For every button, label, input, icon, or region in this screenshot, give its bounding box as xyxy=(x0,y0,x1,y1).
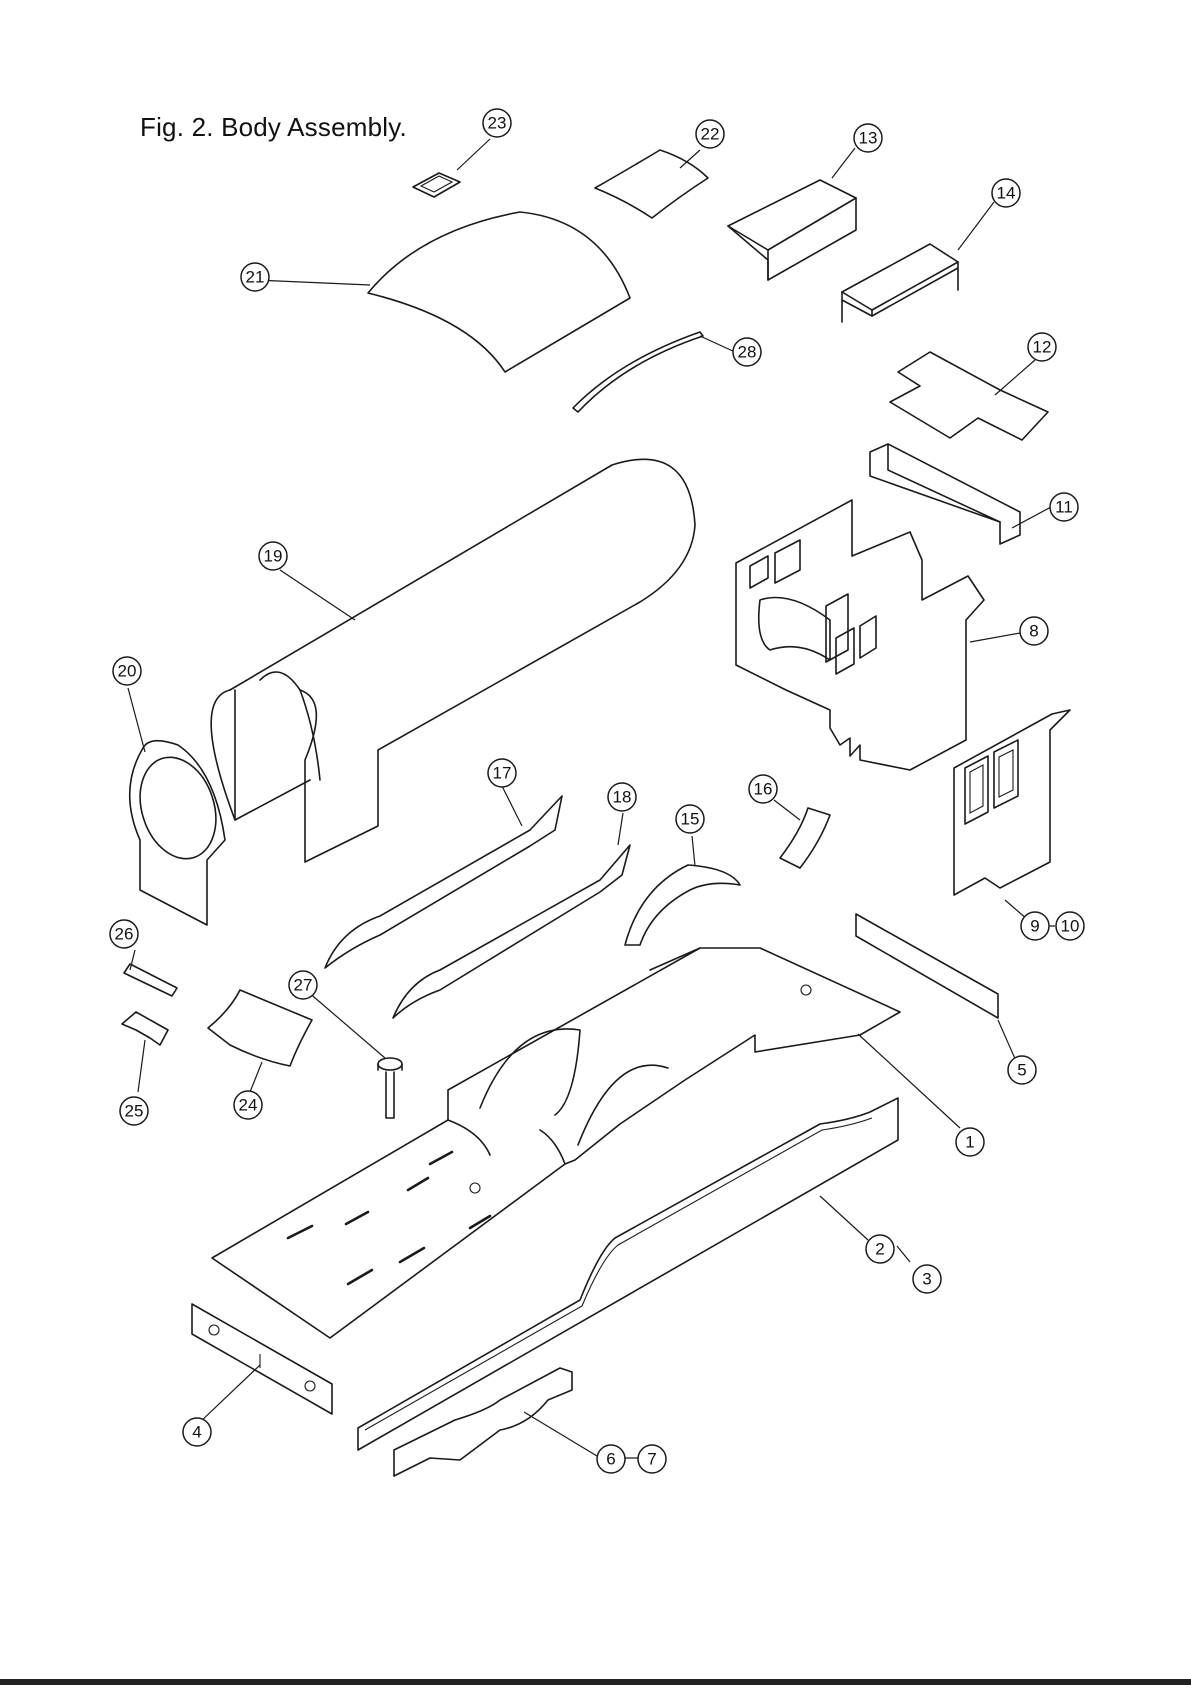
callout-1: 1 xyxy=(956,1128,984,1156)
svg-text:4: 4 xyxy=(192,1423,201,1442)
callout-14: 14 xyxy=(992,179,1020,207)
svg-text:19: 19 xyxy=(264,547,283,566)
callout-9: 9 xyxy=(1021,912,1049,940)
callout-27: 27 xyxy=(289,971,317,999)
callout-15: 15 xyxy=(676,805,704,833)
callout-25: 25 xyxy=(120,1097,148,1125)
svg-text:25: 25 xyxy=(125,1102,144,1121)
svg-text:18: 18 xyxy=(613,788,632,807)
part-28-roof-strip xyxy=(573,332,703,412)
svg-text:6: 6 xyxy=(606,1450,615,1469)
callout-7: 7 xyxy=(638,1445,666,1473)
svg-text:26: 26 xyxy=(115,925,134,944)
callout-22: 22 xyxy=(696,120,724,148)
part-14-channel xyxy=(842,244,958,322)
callout-12: 12 xyxy=(1028,333,1056,361)
svg-text:16: 16 xyxy=(754,780,773,799)
svg-text:28: 28 xyxy=(738,343,757,362)
callout-21: 21 xyxy=(241,263,269,291)
part-18-valance xyxy=(393,845,630,1018)
part-2-3-frame-side xyxy=(358,1098,898,1450)
callout-11: 11 xyxy=(1050,493,1078,521)
svg-text:27: 27 xyxy=(294,976,313,995)
callout-3: 3 xyxy=(913,1265,941,1293)
callout-17: 17 xyxy=(488,759,516,787)
part-12-t-plate xyxy=(890,352,1048,440)
callout-6: 6 xyxy=(597,1445,625,1473)
callout-28: 28 xyxy=(733,338,761,366)
part-16-curved-piece xyxy=(780,808,830,868)
svg-text:11: 11 xyxy=(1055,498,1073,517)
part-21-cab-roof xyxy=(368,212,630,372)
callout-2: 2 xyxy=(866,1235,894,1263)
part-13-angle-plate xyxy=(728,180,856,280)
part-15-splasher xyxy=(625,865,740,945)
part-11-long-angle xyxy=(870,444,1020,544)
svg-text:20: 20 xyxy=(118,662,137,681)
part-27-screw xyxy=(378,1058,402,1118)
leader-lines xyxy=(128,139,1055,1458)
svg-text:23: 23 xyxy=(488,114,507,133)
svg-text:3: 3 xyxy=(922,1270,931,1289)
page-bottom-edge xyxy=(0,1679,1191,1685)
part-1-footplate xyxy=(212,948,900,1338)
callout-10: 10 xyxy=(1056,912,1084,940)
svg-text:5: 5 xyxy=(1017,1061,1026,1080)
svg-text:7: 7 xyxy=(647,1450,656,1469)
svg-text:10: 10 xyxy=(1061,917,1080,936)
callout-23: 23 xyxy=(483,109,511,137)
part-6-7-frame-extension xyxy=(394,1368,572,1476)
svg-text:1: 1 xyxy=(965,1133,974,1152)
svg-text:22: 22 xyxy=(701,125,720,144)
svg-text:2: 2 xyxy=(875,1240,884,1259)
part-20-smokebox-front xyxy=(128,741,229,925)
callout-26: 26 xyxy=(110,920,138,948)
callout-19: 19 xyxy=(259,542,287,570)
svg-text:15: 15 xyxy=(681,810,700,829)
callout-4: 4 xyxy=(183,1418,211,1446)
part-26-small-bracket xyxy=(124,964,177,996)
callout-18: 18 xyxy=(608,783,636,811)
svg-text:12: 12 xyxy=(1033,338,1052,357)
part-9-10-cab-side xyxy=(954,710,1070,895)
svg-text:14: 14 xyxy=(997,184,1016,203)
svg-text:24: 24 xyxy=(239,1096,258,1115)
part-4-buffer-beam xyxy=(192,1304,332,1414)
callout-24: 24 xyxy=(234,1091,262,1119)
part-24-half-pipe xyxy=(208,990,312,1066)
part-22-roof-panel xyxy=(595,150,708,218)
callout-20: 20 xyxy=(113,657,141,685)
callout-5: 5 xyxy=(1008,1056,1036,1084)
callout-8: 8 xyxy=(1020,617,1048,645)
part-17-valance xyxy=(325,796,562,968)
callout-13: 13 xyxy=(854,124,882,152)
svg-text:9: 9 xyxy=(1030,917,1039,936)
svg-text:21: 21 xyxy=(246,268,265,287)
svg-text:17: 17 xyxy=(493,764,512,783)
part-23-hatch-frame xyxy=(413,173,460,197)
callout-16: 16 xyxy=(749,775,777,803)
part-8-cab-sheet xyxy=(736,500,984,770)
svg-text:8: 8 xyxy=(1029,622,1038,641)
svg-text:13: 13 xyxy=(859,129,878,148)
